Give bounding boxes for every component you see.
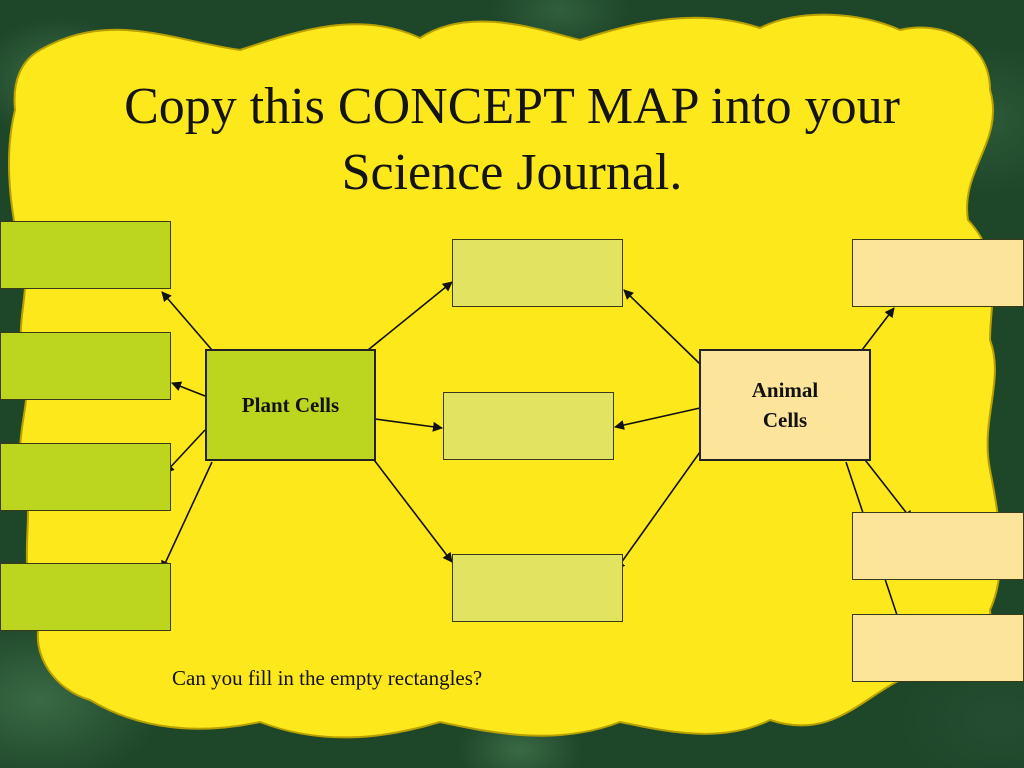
arrow-animal-to-shared-middle [614, 407, 701, 430]
animal-empty-box[interactable] [852, 239, 1024, 307]
plant-empty-box[interactable] [0, 563, 171, 631]
shared-empty-box[interactable] [452, 239, 623, 307]
arrow-animal-to-box-1 [861, 307, 895, 351]
arrow-plant-to-box-2 [171, 381, 206, 397]
animal-cells-node: Animal Cells [699, 349, 871, 461]
shared-empty-box[interactable] [452, 554, 623, 622]
connector-arrows [161, 281, 913, 631]
arrow-plant-to-shared-top [367, 281, 453, 351]
animal-cells-label: Animal Cells [751, 378, 819, 432]
arrow-plant-to-box-1 [161, 291, 213, 351]
arrow-plant-to-shared-middle [367, 417, 443, 432]
page-title: Copy this CONCEPT MAP into your Science … [124, 78, 900, 201]
arrow-animal-to-box-2 [861, 455, 913, 521]
animal-empty-box[interactable] [852, 614, 1024, 682]
plant-empty-box[interactable] [0, 332, 171, 400]
shared-empty-box[interactable] [443, 392, 614, 460]
arrow-plant-to-shared-bottom [367, 451, 453, 563]
arrow-animal-to-shared-top [623, 289, 701, 365]
plant-cells-label: Plant Cells [241, 393, 340, 417]
plant-cells-node: Plant Cells [205, 349, 376, 461]
arrow-animal-to-shared-bottom [615, 451, 701, 571]
plant-empty-box[interactable] [0, 221, 171, 289]
plant-empty-box[interactable] [0, 443, 171, 511]
arrow-plant-to-box-3 [164, 429, 206, 474]
prompt-question: Can you fill in the empty rectangles? [172, 666, 483, 690]
animal-empty-box[interactable] [852, 512, 1024, 580]
arrow-plant-to-box-4 [161, 461, 213, 571]
